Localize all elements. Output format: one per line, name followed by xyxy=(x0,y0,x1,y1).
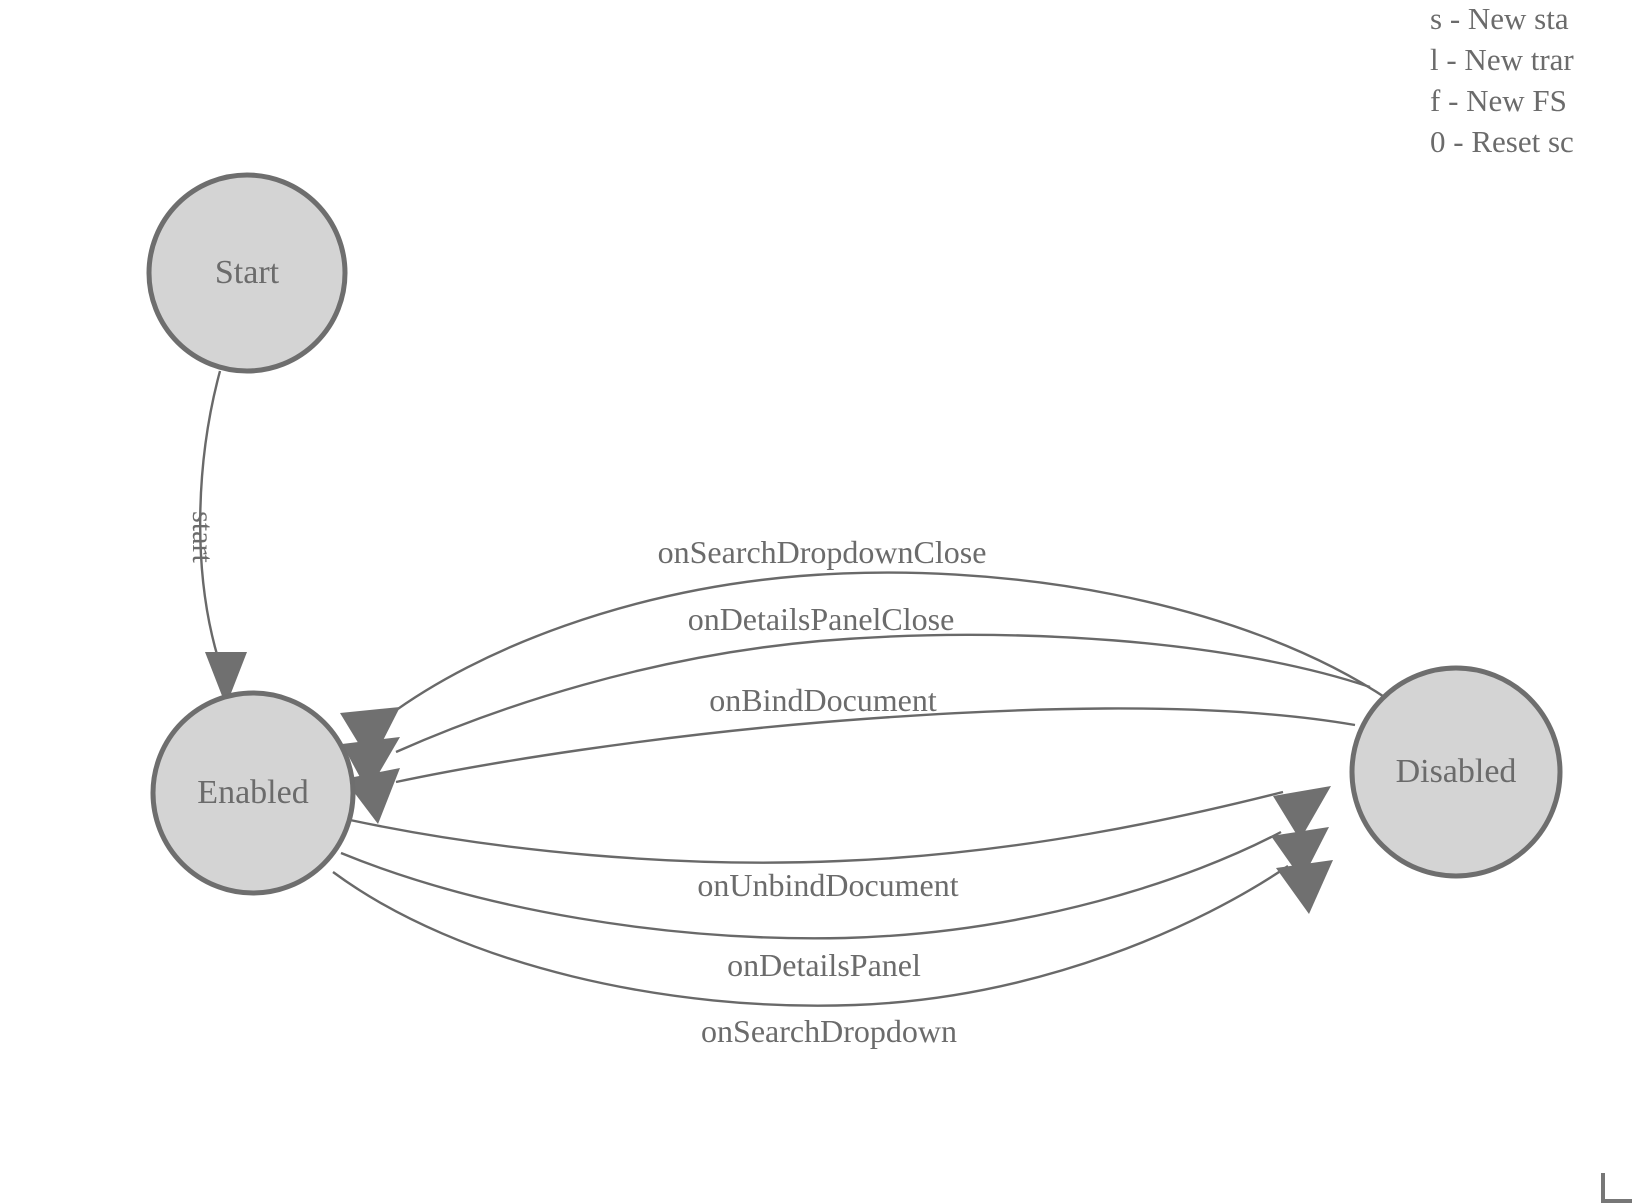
transition-on-unbind-document[interactable] xyxy=(349,786,1331,864)
transition-label-on-search-dropdown: onSearchDropdown xyxy=(701,1013,957,1049)
transition-path[interactable] xyxy=(340,830,1282,940)
keyboard-shortcut-legend: s - New sta l - New trar f - New FS 0 - … xyxy=(1430,0,1632,162)
state-node-start[interactable]: Start xyxy=(146,172,348,374)
transition-label-start: start xyxy=(186,511,219,563)
arrowhead-icon xyxy=(205,652,247,706)
transition-path[interactable] xyxy=(387,571,1390,717)
transition-on-details-panel[interactable] xyxy=(340,827,1329,940)
transition-label-on-bind-document: onBindDocument xyxy=(709,682,937,718)
transition-path[interactable] xyxy=(332,865,1289,1007)
state-label-disabled: Disabled xyxy=(1396,753,1517,790)
legend-item-reset: 0 - Reset sc xyxy=(1430,124,1574,159)
transition-label-on-search-dropdown-close: onSearchDropdownClose xyxy=(658,534,987,570)
transition-label-on-details-panel-close: onDetailsPanelClose xyxy=(688,601,955,637)
state-node-enabled[interactable]: Enabled xyxy=(150,690,356,896)
arrowhead-icon xyxy=(340,707,400,764)
transition-on-search-dropdown-close[interactable] xyxy=(340,571,1390,764)
transition-path[interactable] xyxy=(199,370,222,659)
transition-on-search-dropdown[interactable] xyxy=(332,860,1333,1007)
arrowhead-icon xyxy=(1273,786,1331,840)
transition-start[interactable] xyxy=(199,370,247,706)
legend-item-new-state: s - New sta xyxy=(1430,1,1569,36)
state-label-enabled: Enabled xyxy=(197,774,308,811)
transition-on-details-panel-close[interactable] xyxy=(342,633,1371,792)
transition-label-on-details-panel: onDetailsPanel xyxy=(727,947,921,983)
state-label-start: Start xyxy=(215,254,280,291)
transition-label-on-unbind-document: onUnbindDocument xyxy=(697,867,958,903)
state-circle-start[interactable] xyxy=(146,172,348,374)
transition-path[interactable] xyxy=(349,790,1284,864)
arrowhead-icon xyxy=(1276,860,1333,914)
transition-path[interactable] xyxy=(395,633,1371,754)
arrowhead-icon xyxy=(1271,827,1329,880)
legend-item-new-fsm: f - New FS xyxy=(1430,83,1567,118)
arrowhead-icon xyxy=(344,768,400,824)
state-circle-enabled[interactable] xyxy=(150,690,356,896)
panel-corner-frame xyxy=(1601,1173,1632,1203)
state-node-disabled[interactable]: Disabled xyxy=(1349,665,1563,879)
transition-path[interactable] xyxy=(395,707,1356,784)
legend-item-new-transition: l - New trar xyxy=(1430,42,1574,77)
arrowhead-icon xyxy=(342,737,400,792)
state-circle-disabled[interactable] xyxy=(1349,665,1563,879)
transition-on-bind-document[interactable] xyxy=(344,707,1356,824)
